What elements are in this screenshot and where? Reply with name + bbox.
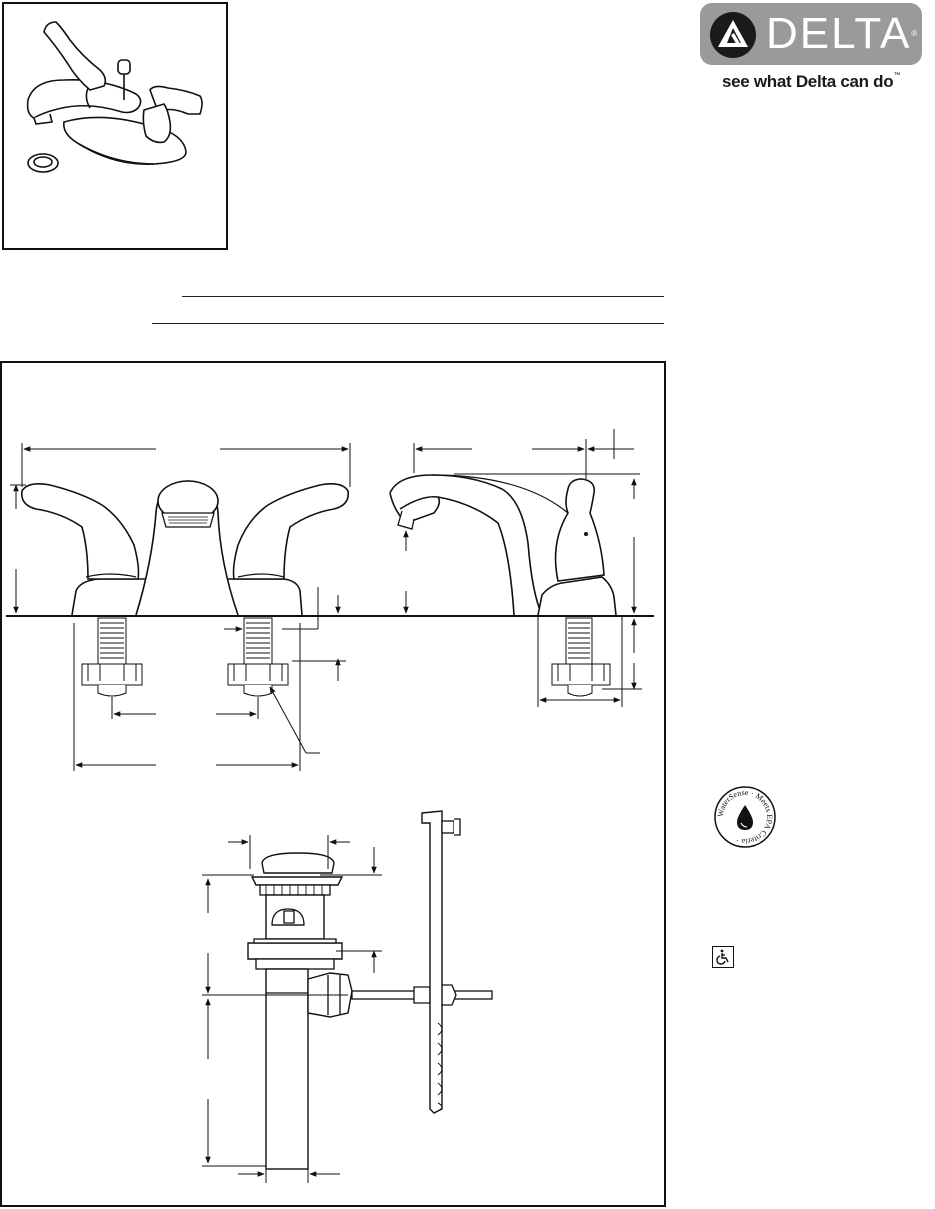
registered-mark: ® [911,29,918,38]
header-rule-bottom [152,323,664,324]
product-illustration-frame [2,2,228,250]
pop-up-drain-assembly [202,810,493,1183]
right-shank [227,617,289,697]
delta-logo: DELTA® [700,3,922,65]
delta-triangle-icon [710,12,756,58]
wheelchair-icon [716,949,729,965]
brand-name: DELTA® [766,9,918,58]
watersense-badge: WaterSense · Meets EPA Criteria · [714,786,776,848]
faucet-front-view [6,443,654,771]
dimension-drawing-frame [0,361,666,1207]
ada-badge [712,946,734,968]
faucet-product-illustration [26,21,203,173]
trademark-mark: ™ [893,72,901,79]
drain-dimensions [202,835,382,1183]
faucet-side-view [389,429,642,707]
header-rule-top [182,296,664,297]
front-dimensions [10,443,351,771]
brand-tagline: see what Delta can do™ [722,72,901,91]
left-shank [81,617,143,697]
side-dimensions [403,429,642,707]
